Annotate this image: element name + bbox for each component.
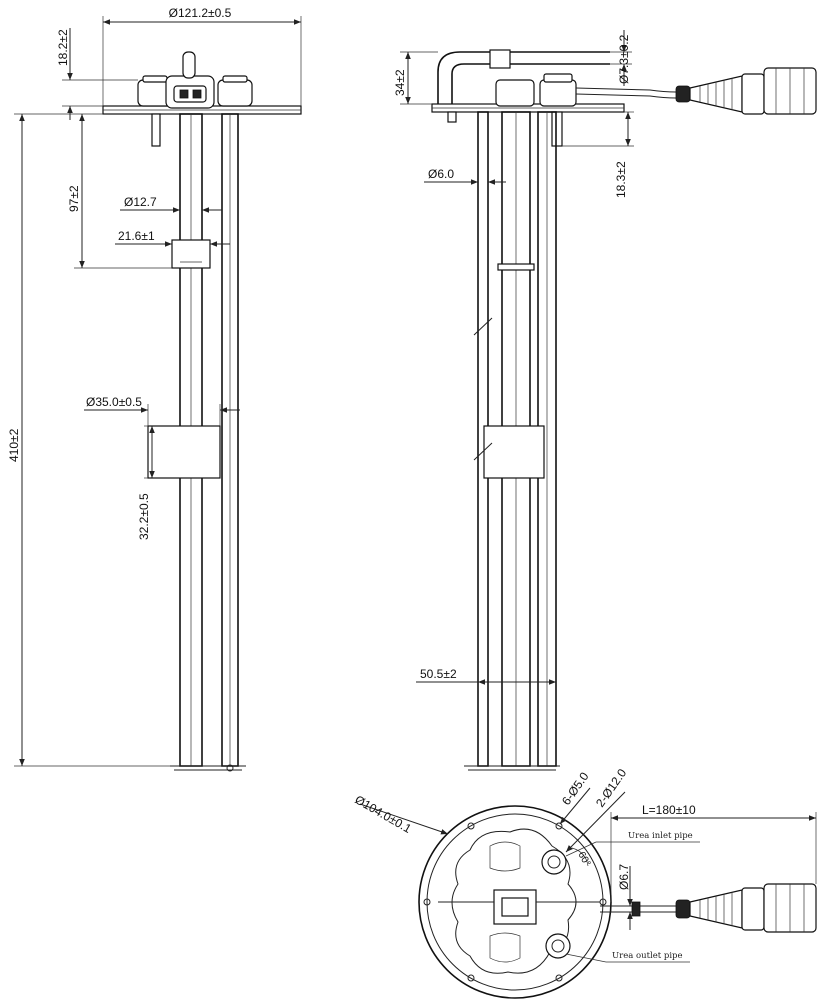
elbow-pipe-outer: [437, 51, 610, 104]
side-float: [483, 425, 545, 479]
flange-stub: [151, 113, 161, 147]
front-upper-offset-label: 97±2: [67, 185, 81, 212]
sensor-collar: [171, 239, 211, 269]
top-view: Ø104.0±0.1 6-Ø5.0 2-Ø12.0 60° L=180±10 Ø…: [353, 766, 817, 999]
front-view: Ø121.2±0.5 18.2±2 410±2 97±2 Ø12.7 21.6±…: [7, 6, 302, 772]
urea-inlet-label: Urea inlet pipe: [628, 831, 693, 841]
top-hole6-label: 6-Ø5.0: [559, 769, 592, 807]
front-sensor-height-label: 21.6±1: [118, 229, 155, 243]
side-cable-diameter-label: Ø7.3±0.2: [617, 34, 631, 84]
front-top-height-label: 18.2±2: [56, 29, 70, 66]
front-tube-diameter-label: Ø12.7: [124, 195, 157, 209]
top-cable-dia-label: Ø6.7: [617, 864, 631, 890]
top-flange-diameter-label: Ø104.0±0.1: [353, 792, 415, 836]
side-view: 34±2 Ø7.3±0.2 Ø6.0 18.3±2 50.5±2: [393, 30, 817, 771]
side-pipe-offset-label: 18.3±2: [614, 161, 628, 198]
top-angle-label: 60°: [575, 850, 592, 869]
urea-outlet-label: Urea outlet pipe: [612, 951, 683, 961]
connector-right: [217, 79, 253, 107]
elbow-pipe-inner: [451, 63, 610, 104]
urea-outlet: [545, 933, 571, 959]
side-strain-relief: [675, 67, 817, 115]
front-total-length-label: 410±2: [7, 428, 21, 462]
side-elbow-height-label: 34±2: [393, 69, 407, 96]
top-strain-relief: [675, 883, 817, 933]
front-float-diameter-label: Ø35.0±0.5: [86, 395, 142, 409]
float: [147, 425, 221, 479]
side-pipe-spacing-label: 50.5±2: [420, 667, 457, 681]
bolt-holes: [423, 822, 607, 982]
side-connector: [495, 79, 535, 107]
top-cable-length-label: L=180±10: [642, 803, 696, 817]
urea-inlet: [541, 849, 567, 875]
front-float-height-label: 32.2±0.5: [137, 493, 151, 540]
top-hole2-label: 2-Ø12.0: [593, 766, 630, 810]
front-flange-diameter-label: Ø121.2±0.5: [169, 6, 232, 20]
vent-stem: [182, 51, 196, 79]
side-pipe-diameter-label: Ø6.0: [428, 167, 454, 181]
